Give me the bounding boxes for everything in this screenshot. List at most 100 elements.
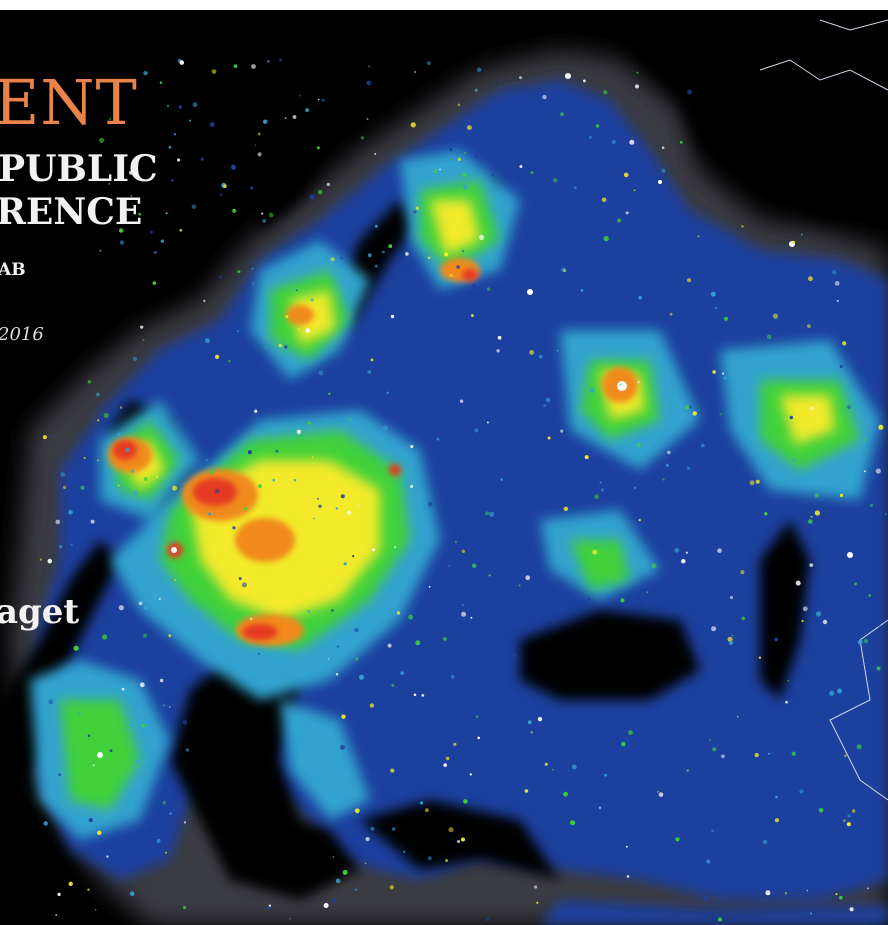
light-speckle: [388, 747, 393, 752]
light-speckle: [341, 714, 346, 719]
light-speckle: [816, 611, 822, 617]
light-speckle: [799, 789, 804, 794]
light-speckle: [380, 766, 384, 770]
light-speckle: [651, 469, 654, 472]
country-border-lines: [759, 19, 888, 801]
light-speckle: [832, 270, 837, 275]
light-speckle: [185, 748, 190, 752]
light-speckle: [774, 637, 779, 642]
light-speckle: [787, 679, 790, 682]
light-speckle: [108, 182, 111, 185]
light-speckle: [318, 189, 323, 195]
light-speckle: [159, 678, 164, 683]
light-speckle: [708, 524, 711, 527]
light-speckle: [675, 837, 680, 842]
light-speckle: [552, 768, 554, 771]
light-speckle: [546, 583, 550, 588]
light-speckle: [741, 616, 745, 621]
light-speckle: [563, 506, 569, 511]
light-speckle: [473, 456, 476, 459]
light-speckle: [475, 715, 479, 719]
light-speckle: [78, 712, 81, 716]
light-speckle: [496, 349, 500, 353]
light-speckle: [470, 314, 474, 318]
light-speckle: [723, 376, 727, 380]
light-speckle: [461, 604, 464, 606]
light-speckle: [537, 717, 543, 722]
light-speckle: [518, 584, 521, 587]
light-speckle: [876, 666, 881, 671]
light-speckle: [729, 640, 734, 646]
light-speckle: [560, 112, 564, 116]
light-speckle: [530, 171, 534, 175]
light-speckle: [461, 611, 467, 617]
poster-title-fragment: ENT: [0, 66, 138, 139]
light-speckle: [182, 906, 187, 910]
light-speckle: [279, 58, 283, 62]
light-speckle: [643, 434, 646, 437]
light-speckle: [711, 626, 717, 632]
light-speckle: [461, 837, 465, 842]
light-speckle: [43, 821, 48, 826]
light-speckle: [462, 172, 467, 178]
light-speckle: [519, 76, 522, 80]
light-speckle: [335, 507, 338, 510]
light-speckle: [669, 312, 673, 316]
light-speckle: [843, 571, 846, 574]
light-speckle: [313, 517, 315, 520]
light-speckle: [636, 71, 639, 74]
light-speckle: [414, 71, 416, 73]
light-speckle: [192, 102, 198, 108]
light-speckle: [878, 625, 882, 628]
light-speckle: [368, 65, 371, 68]
light-speckle: [433, 169, 438, 174]
light-speckle: [144, 605, 148, 610]
light-speckle: [351, 688, 355, 693]
light-speckle: [140, 325, 144, 329]
light-speckle: [233, 64, 238, 69]
light-speckle: [536, 901, 539, 904]
light-speckle: [415, 206, 420, 210]
light-speckle: [340, 256, 343, 260]
light-speckle: [138, 601, 143, 606]
light-speckle: [219, 275, 223, 279]
light-speckle: [474, 428, 479, 433]
light-speckle: [364, 739, 367, 742]
light-speckle: [415, 640, 421, 646]
light-speckle: [772, 313, 779, 319]
light-speckle: [386, 391, 389, 394]
light-speckle: [467, 125, 472, 130]
light-speckle: [839, 493, 844, 497]
light-speckle: [689, 405, 692, 409]
light-speckle: [802, 606, 808, 612]
light-speckle: [68, 881, 73, 886]
light-speckle: [766, 334, 772, 340]
city-madrid-marker: [97, 752, 103, 758]
light-speckle: [473, 153, 479, 159]
light-speckle: [162, 801, 166, 805]
light-speckle: [267, 60, 270, 63]
light-speckle: [488, 574, 491, 577]
light-speckle: [454, 541, 457, 544]
light-speckle: [352, 555, 355, 558]
light-speckle: [702, 896, 708, 902]
light-speckle: [109, 117, 112, 120]
light-speckle: [117, 432, 121, 437]
light-speckle: [230, 164, 236, 170]
light-speckle: [305, 108, 310, 113]
light-speckle: [818, 808, 824, 813]
light-speckle: [80, 485, 85, 490]
light-speckle: [367, 370, 372, 374]
light-speckle: [603, 90, 608, 95]
light-speckle: [469, 773, 472, 776]
light-speckle: [307, 610, 311, 613]
light-speckle: [529, 350, 535, 355]
light-speckle: [758, 656, 762, 659]
light-speckle: [835, 893, 838, 896]
light-speckle: [806, 889, 809, 892]
light-speckle: [575, 398, 580, 404]
light-speckle: [846, 822, 851, 827]
city-moscow-marker: [617, 381, 627, 391]
light-speckle: [132, 490, 138, 496]
